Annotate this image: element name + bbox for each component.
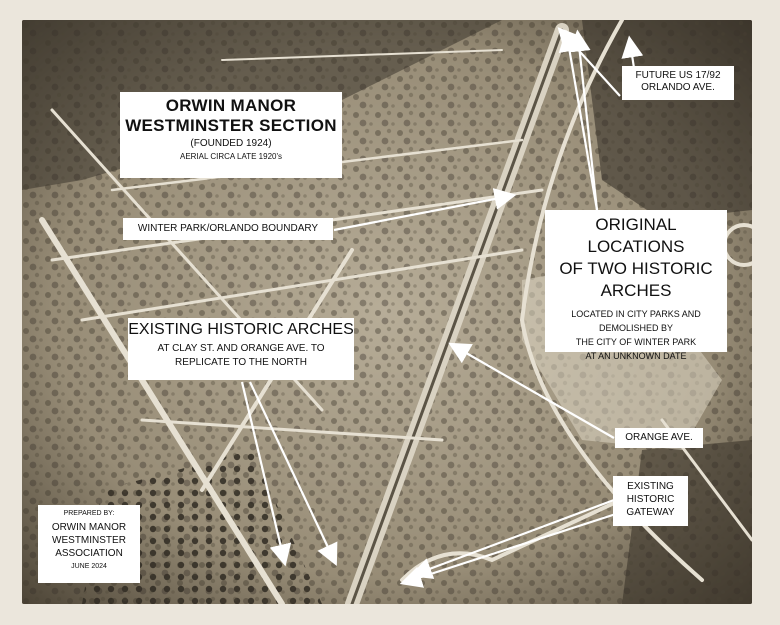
aerial-date-text: AERIAL CIRCA LATE 1920's: [179, 151, 282, 161]
org-line-3: ASSOCIATION: [55, 548, 123, 560]
original-heading-2: OF TWO HISTORIC: [559, 259, 713, 279]
future-us-arrow: [621, 35, 644, 69]
existing-arches-arrow-2: [249, 381, 338, 566]
original-note-1: LOCATED IN CITY PARKS AND: [571, 309, 701, 320]
existing-arches-arrow-1: [240, 381, 292, 567]
orange-ave-text: ORANGE AVE.: [625, 432, 693, 443]
boundary-text: WINTER PARK/ORLANDO BOUNDARY: [137, 223, 319, 234]
title-line-2: WESTMINSTER SECTION: [125, 115, 337, 135]
gateway-arrow-1: [409, 498, 615, 579]
orlando-ave-text: ORLANDO AVE.: [641, 81, 715, 93]
original-arches-arrow-2: [568, 29, 599, 211]
gateway-label: EXISTING HISTORIC GATEWAY: [613, 476, 688, 526]
orange-ave-median: [350, 28, 564, 604]
existing-arches-label: EXISTING HISTORIC ARCHES AT CLAY ST. AND…: [128, 318, 354, 380]
original-note-4: AT AN UNKNOWN DATE: [585, 351, 687, 362]
credit-label: PREPARED BY: ORWIN MANOR WESTMINSTER ASS…: [38, 505, 140, 583]
founded-text: (FOUNDED 1924): [190, 138, 272, 150]
west-diagonal-road: [39, 217, 285, 604]
gateway-text-2: HISTORIC: [626, 494, 675, 505]
cross-street-2: [80, 248, 524, 322]
original-note-3: THE CITY OF WINTER PARK: [575, 337, 697, 348]
org-line-2: WESTMINSTER: [52, 535, 126, 547]
orange-ave-label: ORANGE AVE.: [615, 428, 703, 448]
original-locations-label: ORIGINAL LOCATIONS OF TWO HISTORIC ARCHE…: [545, 210, 727, 361]
boundary-label: WINTER PARK/ORLANDO BOUNDARY: [123, 218, 333, 240]
boundary-arrow: [333, 188, 517, 232]
prepared-by-text: PREPARED BY:: [63, 510, 115, 517]
original-note-2: DEMOLISHED BY: [598, 323, 674, 334]
existing-heading: EXISTING HISTORIC ARCHES: [128, 321, 354, 338]
future-us-label: FUTURE US 17/92 ORLANDO AVE.: [622, 66, 734, 100]
future-us-text: FUTURE US 17/92: [635, 70, 721, 81]
title-label: ORWIN MANOR WESTMINSTER SECTION (FOUNDED…: [120, 92, 342, 178]
gateway-arrow-2: [399, 510, 623, 588]
gateway-text-3: GATEWAY: [626, 507, 675, 518]
gateway-text-1: EXISTING: [627, 481, 674, 492]
existing-note: AT CLAY ST. AND ORANGE AVE. TO REPLICATE…: [128, 342, 354, 370]
title-line-1: ORWIN MANOR: [165, 96, 297, 115]
annotation-arrows: [240, 27, 644, 588]
original-note: LOCATED IN CITY PARKS AND DEMOLISHED BY …: [545, 308, 727, 364]
original-heading-1: ORIGINAL LOCATIONS: [587, 215, 685, 257]
orange-ave-arrow: [448, 342, 615, 439]
original-arches-arrow-1: [558, 29, 599, 211]
existing-note-1: AT CLAY ST. AND ORANGE AVE. TO: [157, 343, 325, 355]
existing-note-2: REPLICATE TO THE NORTH: [175, 357, 307, 369]
org-name: ORWIN MANOR WESTMINSTER ASSOCIATION: [38, 521, 140, 560]
org-line-1: ORWIN MANOR: [51, 522, 127, 534]
original-heading-3: ARCHES: [600, 281, 672, 301]
north-street: [221, 49, 503, 61]
cross-street-4: [140, 418, 444, 442]
credit-date: JUNE 2024: [71, 563, 107, 571]
